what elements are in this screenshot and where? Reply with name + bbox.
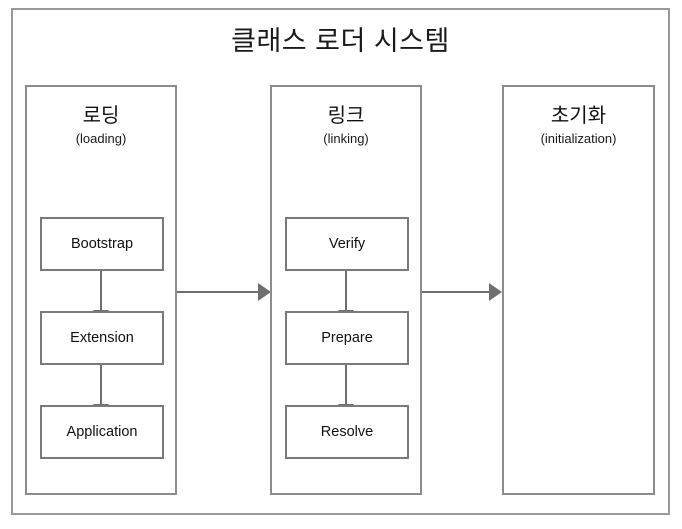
phase-header-initialization: 초기화 (initialization)	[504, 103, 653, 148]
phase-name-ko-loading: 로딩	[82, 105, 120, 127]
phase-name-en-loading: (loading)	[75, 131, 127, 146]
step-label-application: Application	[66, 424, 138, 440]
arrow-bootstrap-to-extension	[93, 271, 109, 323]
phase-name-en-initialization: (initialization)	[540, 131, 617, 146]
step-label-bootstrap: Bootstrap	[70, 236, 134, 252]
step-box-resolve[interactable]: Resolve	[285, 405, 409, 459]
phase-name-en-linking: (linking)	[323, 131, 369, 146]
step-label-prepare: Prepare	[321, 330, 373, 346]
step-box-extension[interactable]: Extension	[40, 311, 164, 365]
step-box-application[interactable]: Application	[40, 405, 164, 459]
phase-header-linking: 링크 (linking)	[272, 103, 420, 148]
step-label-extension: Extension	[70, 330, 134, 346]
step-box-bootstrap[interactable]: Bootstrap	[40, 217, 164, 271]
arrow-loading-to-linking	[177, 283, 271, 301]
step-label-verify: Verify	[328, 236, 366, 252]
arrow-verify-to-prepare	[338, 271, 354, 323]
phase-name-ko-initialization: 초기화	[550, 105, 607, 127]
phase-name-ko-linking: 링크	[327, 105, 365, 127]
arrow-extension-to-application	[93, 365, 109, 417]
step-box-verify[interactable]: Verify	[285, 217, 409, 271]
arrow-linking-to-initialization	[422, 283, 502, 301]
phase-column-linking: 링크 (linking) Verify Prepare Resolve	[270, 85, 422, 495]
arrow-prepare-to-resolve	[338, 365, 354, 417]
step-label-resolve: Resolve	[320, 424, 374, 440]
phase-column-loading: 로딩 (loading) Bootstrap Extension Applica…	[25, 85, 177, 495]
phase-header-loading: 로딩 (loading)	[27, 103, 175, 148]
step-box-prepare[interactable]: Prepare	[285, 311, 409, 365]
phase-column-initialization: 초기화 (initialization)	[502, 85, 655, 495]
diagram-title: 클래스 로더 시스템	[231, 26, 450, 56]
